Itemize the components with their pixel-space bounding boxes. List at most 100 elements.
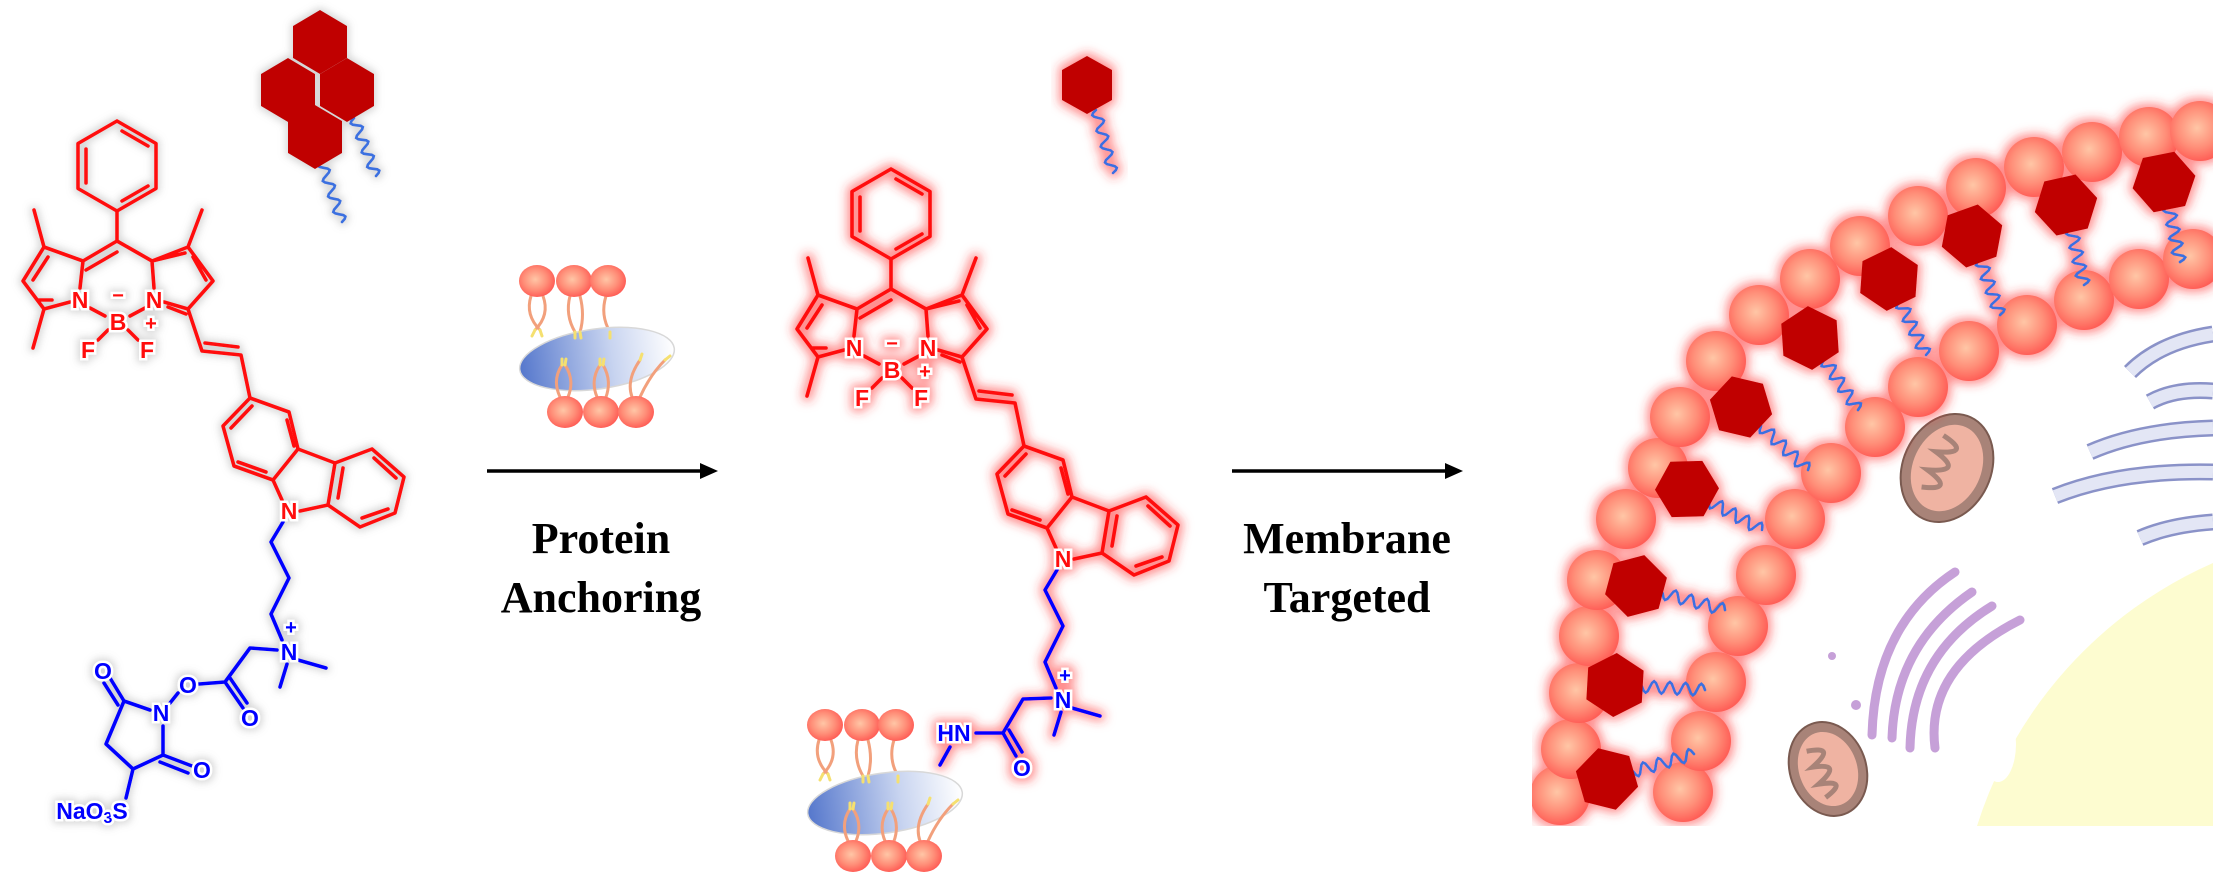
step-label-line2: Targeted — [1263, 573, 1430, 622]
lipid-tail-squiggle — [1974, 258, 2007, 317]
free-probe-hexagon — [1062, 56, 1119, 175]
phenyl-ring — [850, 167, 932, 261]
atom-o-nhs-2: O — [193, 757, 211, 783]
membrane-protein-icon — [518, 265, 676, 428]
atom-boron: B — [110, 309, 127, 335]
probe-hexagon-icon — [1575, 748, 1639, 810]
arrowhead-icon — [1445, 463, 1463, 479]
lipid-head-bead — [1729, 285, 1789, 345]
atom-n-right: N — [920, 335, 937, 361]
lipid-head-bead — [1801, 443, 1861, 503]
lipid-head-bead — [618, 396, 654, 428]
atom-fluorine-1: F — [855, 385, 869, 411]
lipid-head-bead — [835, 840, 871, 872]
lipid-head-bead — [1765, 489, 1825, 549]
atom-n-carbazole: N — [1055, 546, 1072, 572]
propyl-linker — [1043, 568, 1102, 737]
mitochondrion — [1899, 412, 1995, 524]
step-label-line1: Protein — [532, 514, 671, 563]
atom-n-right: N — [146, 287, 163, 313]
hexagon-icon — [261, 58, 315, 122]
probe-hexagon-icon — [1860, 247, 1918, 311]
lipid-head-bead — [1888, 186, 1948, 246]
lipid-head-bead — [1939, 321, 1999, 381]
probe-hexagon-icon — [1586, 653, 1644, 717]
charge-plus-quaternary: + — [1059, 665, 1071, 687]
hexagon-icon — [320, 58, 374, 122]
lipid-tail-squiggle — [1820, 358, 1863, 412]
lipid-head-bead — [2170, 101, 2213, 161]
lipid-head-bead — [878, 709, 914, 741]
atom-n-quaternary: N — [1055, 687, 1072, 713]
arrowhead-icon — [700, 463, 718, 479]
atom-n-nhs: N — [153, 700, 170, 726]
lipid-tail-squiggle — [1640, 679, 1707, 698]
lipid-tail-squiggle — [349, 116, 381, 178]
atom-boron: B — [884, 357, 901, 383]
lipid-head-bead — [1888, 357, 1948, 417]
atom-n-left: N — [72, 287, 89, 313]
charge-plus-quaternary: + — [285, 617, 297, 639]
nhs-ester-bonds — [102, 646, 279, 800]
lipid-tail-squiggle — [1661, 588, 1727, 615]
atom-o-nhs-1: O — [94, 658, 112, 684]
cell-membrane-bilayer — [1532, 101, 2213, 825]
probe-hexagon-icon — [2132, 151, 2196, 213]
lipid-head-bead — [590, 265, 626, 297]
hexagon-icon — [293, 10, 347, 74]
cell-illustration — [1532, 101, 2213, 826]
nucleus — [1977, 563, 2213, 826]
probe-hexagon-icon — [1941, 204, 2003, 268]
lipid-head-bead — [1845, 397, 1905, 457]
carbazole-ring-a — [221, 396, 300, 482]
charge-minus: − — [886, 333, 898, 355]
step-label-line1: Membrane — [1243, 514, 1451, 563]
bodipy-bonds — [21, 208, 215, 350]
bodipy-carbazole-core: N N B F F − + N N + — [21, 119, 406, 689]
atom-hn: HN — [937, 720, 970, 746]
aggregated-probe-cluster — [261, 10, 381, 224]
atom-fluorine-2: F — [914, 385, 928, 411]
lipid-head-bead — [871, 840, 907, 872]
lipid-tail-squiggle — [2161, 204, 2188, 264]
atom-o-amide: O — [1013, 755, 1031, 781]
hexagon-icon — [1062, 56, 1112, 114]
endoplasmic-reticulum — [2051, 325, 2213, 546]
propyl-linker — [269, 520, 328, 689]
mitochondrion — [1787, 721, 1869, 817]
atom-o-carbonyl: O — [241, 705, 259, 731]
charge-plus: + — [145, 313, 157, 335]
lipid-tail-squiggle — [1631, 747, 1696, 778]
bodipy-carbazole-core: N N B F F − + N N + — [795, 167, 1180, 737]
lipid-head-bead — [1559, 606, 1619, 666]
golgi-apparatus — [1828, 567, 2025, 753]
lipid-head-bead — [2163, 229, 2213, 289]
lipid-head-bead — [547, 396, 583, 428]
lipid-head-bead — [1780, 249, 1840, 309]
lipid-head-bead — [2109, 249, 2169, 309]
phenyl-ring — [76, 119, 158, 213]
atom-fluorine-1: F — [81, 337, 95, 363]
lipid-head-bead — [844, 709, 880, 741]
probe-hexagon-icon — [1605, 555, 1667, 617]
lipid-tail-squiggle — [1707, 499, 1764, 532]
atom-o-ester: O — [179, 672, 197, 698]
bodipy-bonds — [795, 256, 989, 398]
probe-hexagon-icon — [1709, 376, 1773, 438]
lipid-head-bead — [1671, 711, 1731, 771]
probe-hexagon-icon — [2034, 174, 2098, 236]
lipid-head-bead — [1686, 652, 1746, 712]
carbazole-ring-b — [1100, 495, 1180, 577]
lipid-head-bead — [1736, 545, 1796, 605]
lipid-head-bead — [2119, 107, 2179, 167]
lipid-tail-squiggle — [1758, 424, 1811, 472]
lipid-head-bead — [1686, 331, 1746, 391]
lipid-head-bead — [519, 265, 555, 297]
atom-fluorine-2: F — [140, 337, 154, 363]
carbazole-ring-a — [995, 444, 1074, 530]
lipid-head-bead — [583, 396, 619, 428]
lipid-tail-squiggle — [316, 158, 347, 224]
lipid-head-bead — [2062, 122, 2122, 182]
lipid-head-bead — [1997, 295, 2057, 355]
lipid-head-bead — [1596, 489, 1656, 549]
